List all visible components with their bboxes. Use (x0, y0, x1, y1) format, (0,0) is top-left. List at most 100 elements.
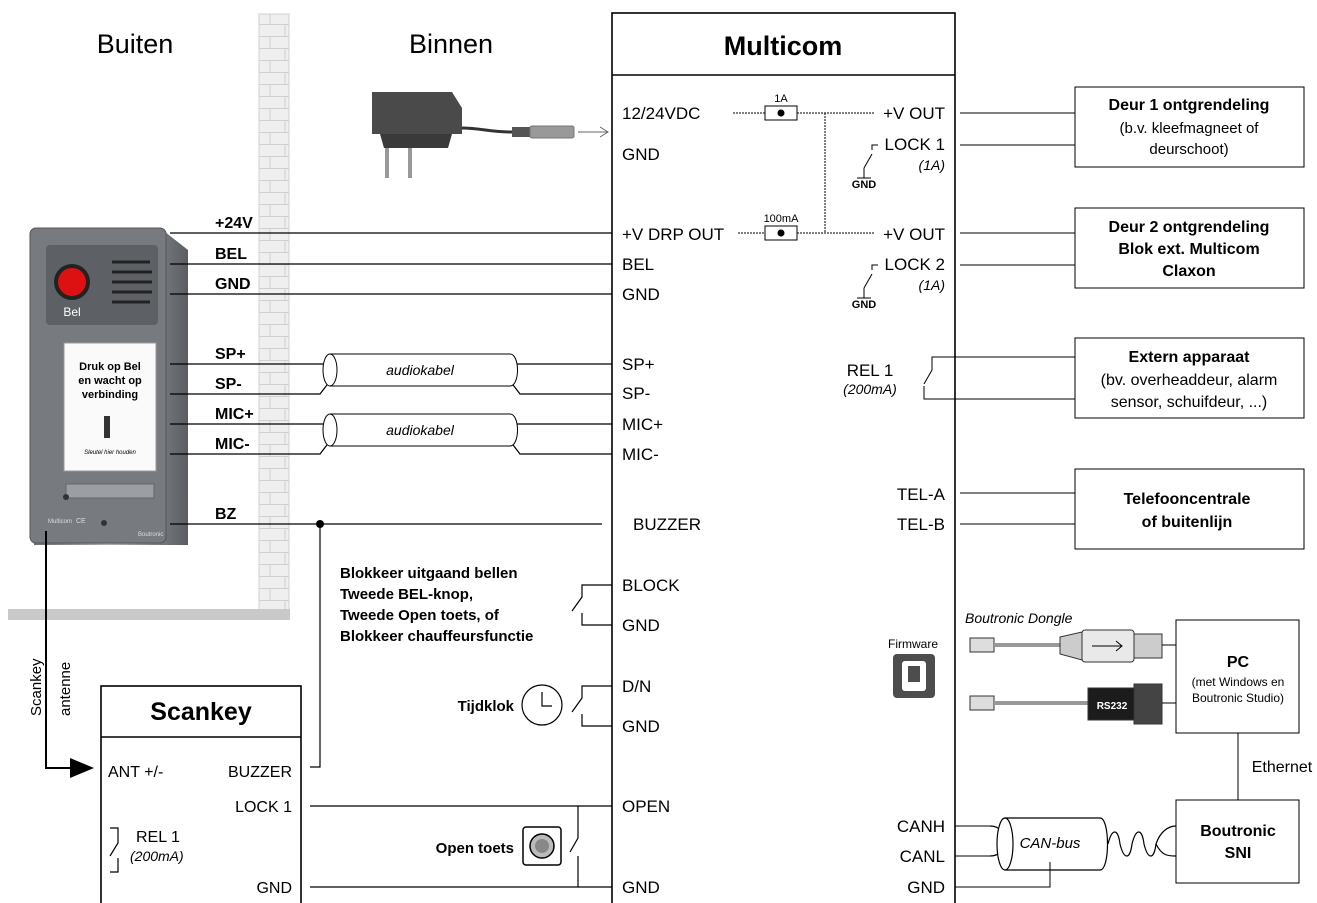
term-block: BLOCK (622, 576, 680, 595)
ce-mark: CE (76, 518, 86, 525)
ext-sub2: sensor, schuifdeur, ...) (1111, 394, 1268, 411)
wall (258, 13, 290, 613)
term-buzzer: BUZZER (633, 515, 701, 534)
term-sp-minus: SP- (622, 384, 650, 403)
wire-mic-plus: MIC+ (215, 406, 254, 423)
key-icon (104, 416, 110, 438)
audio-cable-2 (322, 413, 518, 447)
timer-label: Tijdklok (458, 698, 515, 715)
term-lock2: LOCK 2 (885, 255, 945, 274)
dongle-label: Boutronic Dongle (965, 610, 1073, 626)
canbus-cable (989, 817, 1177, 871)
term-vout1: +V OUT (883, 104, 945, 123)
scankey-rel1: REL 1 (136, 829, 180, 846)
door1-title: Deur 1 ontgrendeling (1109, 97, 1270, 114)
firmware-label: Firmware (888, 637, 938, 651)
scankey-ant: ANT +/- (108, 764, 163, 781)
audio-cable-2-label: audiokabel (386, 422, 455, 438)
firmware-port-icon (893, 654, 935, 698)
term-power: 12/24VDC (622, 104, 700, 123)
term-canh: CANH (897, 817, 945, 836)
ext-title: Extern apparaat (1129, 349, 1251, 366)
term-gnd3: GND (622, 616, 660, 635)
card-line3: verbinding (82, 389, 138, 401)
block-line1: Blokkeer uitgaand bellen (340, 565, 518, 582)
term-canl: CANL (900, 847, 945, 866)
wire-sp-minus: SP- (215, 376, 242, 393)
wire-bz: BZ (215, 506, 237, 523)
antenna-label-1: Scankey (28, 658, 45, 716)
ext-sub1: (bv. overheaddeur, alarm (1101, 372, 1278, 389)
term-vout2: +V OUT (883, 225, 945, 244)
pc-box: PC (met Windows en Boutronic Studio) (1175, 619, 1300, 734)
audio-cable-1-label: audiokabel (386, 362, 455, 378)
term-gnd4: GND (622, 717, 660, 736)
wire-sp-plus: SP+ (215, 346, 246, 363)
door1-box: Deur 1 ontgrendeling (b.v. kleefmagneet … (1074, 86, 1305, 168)
card-line1: Druk op Bel (79, 361, 141, 373)
tel-line1: Telefooncentrale (1124, 491, 1251, 508)
multicom-unit: Multicom (611, 12, 956, 903)
card-small: Sleutel hier houden (84, 450, 136, 456)
gnd-lock1: GND (852, 179, 877, 191)
card-line2: en wacht op (78, 375, 142, 387)
canbus-label: CAN-bus (1020, 835, 1081, 852)
clock-icon (521, 684, 563, 726)
heading-outside: Buiten (97, 29, 174, 59)
heading-inside: Binnen (409, 29, 493, 59)
pc-title: PC (1227, 654, 1250, 671)
term-gnd1: GND (622, 145, 660, 164)
floor (8, 609, 290, 620)
term-mic-plus: MIC+ (622, 415, 663, 434)
fuse-100ma: 100mA (764, 213, 800, 225)
block-line3: Tweede Open toets, of (340, 607, 500, 624)
term-gnd2: GND (622, 285, 660, 304)
sni-box: Boutronic SNI (1175, 799, 1300, 884)
scankey-buzzer: BUZZER (228, 764, 292, 781)
term-lock1: LOCK 1 (885, 135, 945, 154)
bell-label: Bel (63, 305, 80, 319)
rs232-cable-icon (969, 683, 1163, 725)
open-button-label: Open toets (436, 840, 514, 857)
external-device-box: Extern apparaat (bv. overheaddeur, alarm… (1074, 337, 1305, 419)
bell-button-icon (54, 264, 90, 300)
term-dn: D/N (622, 677, 651, 696)
door2-line1: Deur 2 ontgrendeling (1109, 219, 1270, 236)
rs232-label: RS232 (1097, 701, 1128, 712)
term-open: OPEN (622, 797, 670, 816)
multicom-title: Multicom (724, 31, 843, 61)
brand-right: Boutronic (138, 532, 163, 538)
telephone-box: Telefooncentrale of buitenlijn (1074, 468, 1305, 550)
wire-gnd: GND (215, 276, 251, 293)
term-gnd5: GND (622, 878, 660, 897)
door1-sub2: deurschoot) (1149, 141, 1228, 158)
term-rel1-rating: (200mA) (843, 381, 897, 397)
term-bel: BEL (622, 255, 654, 274)
scankey-gnd: GND (256, 880, 292, 897)
door1-sub1: (b.v. kleefmagneet of (1120, 120, 1260, 137)
ethernet-label: Ethernet (1252, 759, 1313, 776)
usb-dongle-icon (969, 629, 1163, 663)
scankey-unit: Scankey ANT +/- BUZZER LOCK 1 REL 1 (200… (100, 685, 302, 903)
antenna-label-2: antenne (57, 662, 74, 716)
term-mic-minus: MIC- (622, 445, 659, 464)
door2-line2: Blok ext. Multicom (1118, 241, 1259, 258)
open-button-icon (522, 826, 562, 866)
term-lock2-rating: (1A) (919, 277, 945, 293)
speaker-grille-icon (112, 260, 152, 304)
scankey-title: Scankey (150, 698, 252, 726)
scankey-lock1: LOCK 1 (235, 799, 292, 816)
gnd-lock2: GND (852, 299, 877, 311)
pc-sub2: Boutronic Studio) (1192, 691, 1284, 705)
wire-mic-minus: MIC- (215, 436, 250, 453)
term-sp-plus: SP+ (622, 355, 655, 374)
term-tel-b: TEL-B (897, 515, 945, 534)
wire-24v: +24V (215, 215, 253, 232)
term-vdrp: +V DRP OUT (622, 225, 724, 244)
brand-left: Multicom (48, 519, 72, 525)
door2-line3: Claxon (1162, 263, 1215, 280)
term-rel1: REL 1 (847, 361, 894, 380)
pc-sub1: (met Windows en (1192, 675, 1285, 689)
block-line2: Tweede BEL-knop, (340, 586, 473, 603)
block-line4: Blokkeer chauffeursfunctie (340, 628, 533, 645)
